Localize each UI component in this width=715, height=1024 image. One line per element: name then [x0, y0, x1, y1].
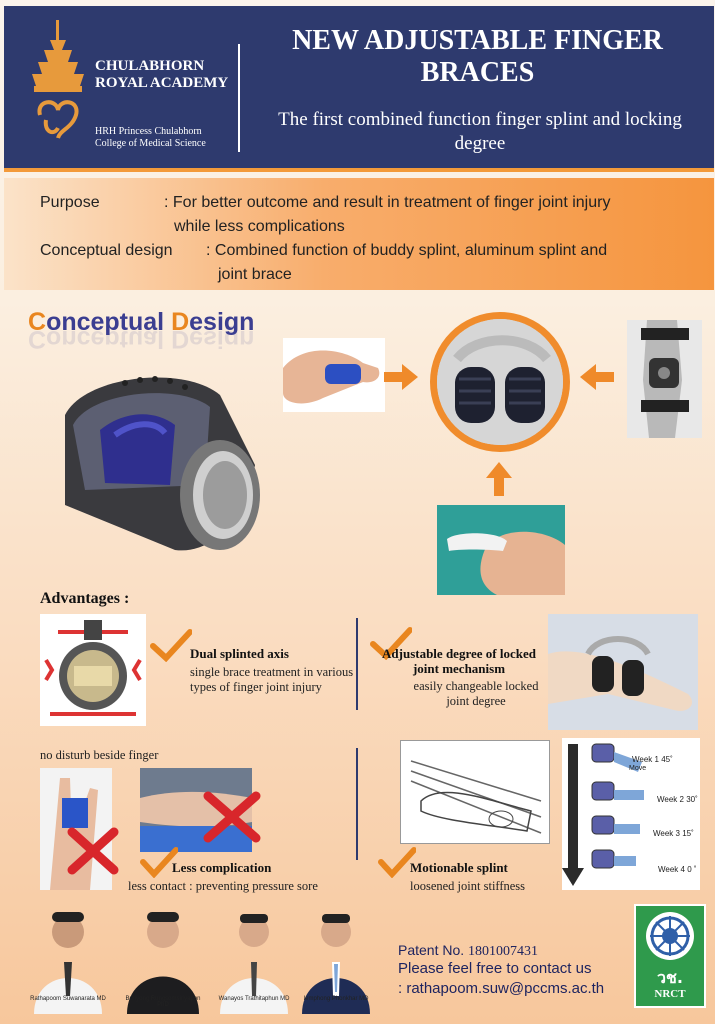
team-member-3-photo	[214, 906, 294, 1014]
nrct-emblem-icon	[646, 912, 694, 960]
cross-icon	[203, 791, 261, 843]
academy-name: CHULABHORN ROYAL ACADEMY	[95, 58, 229, 91]
left-arrow-icon	[580, 364, 614, 390]
less-complication-desc: less contact : preventing pressure sore	[128, 879, 318, 893]
motionable-title: Motionable splint	[410, 860, 508, 875]
brace-prototype-photo	[437, 319, 563, 445]
design-section-title: Conceptual Design	[28, 308, 255, 336]
right-arrow-icon	[384, 364, 418, 390]
header-accent-line	[4, 168, 714, 172]
check-icon	[150, 629, 192, 662]
knee-brace-photo	[627, 320, 702, 438]
header-divider	[238, 44, 240, 152]
less-complication-title: Less complication	[172, 860, 272, 875]
no-disturb-text: no disturb beside finger	[40, 748, 159, 762]
header-banner	[4, 6, 714, 170]
check-icon	[370, 627, 412, 660]
move-label: Move	[629, 765, 647, 772]
motionable-desc: loosened joint stiffness	[410, 879, 526, 893]
poster-subtitle: The first combined function finger splin…	[278, 109, 682, 154]
cross-icon	[67, 827, 119, 875]
week2-label: Week 2 30˚	[657, 795, 698, 804]
team-member-2-photo	[123, 906, 203, 1014]
team-member-4-name: Iemphong Phonkhar MD	[303, 996, 369, 1002]
contact-email[interactable]: : rathapoom.suw@pccms.ac.th	[398, 980, 605, 997]
brace-3d-render	[65, 376, 260, 551]
conceptual-label: Conceptual design	[40, 242, 173, 259]
patent-line: Patent No. 1801007431	[398, 942, 539, 959]
motion-diagram	[400, 740, 550, 844]
adjustable-desc: easily changeable locked joint degree	[413, 679, 539, 708]
advantage-divider-bottom	[356, 748, 358, 860]
buddy-splint-photo	[283, 338, 385, 412]
conceptual-line2: joint brace	[218, 266, 292, 283]
dual-axis-title: Dual splinted axis	[190, 646, 289, 661]
team-member-4-photo	[298, 906, 374, 1014]
poster-title: NEW ADJUSTABLE FINGER BRACES	[292, 25, 663, 88]
design-title-reflection: Conceptual Design	[28, 325, 255, 353]
college-name: HRH Princess Chulabhorn College of Medic…	[95, 126, 206, 149]
contact-line: Please feel free to contact us	[398, 960, 592, 977]
advantage-divider-top	[356, 618, 358, 710]
team-member-2-name: Buriyong Rungsomsiriyapon PhD	[125, 996, 201, 1008]
hand-brace-photo	[548, 614, 698, 730]
team-member-1-photo	[28, 906, 108, 1014]
nrct-logo: วช. NRCT	[634, 904, 706, 1008]
purpose-line1: : For better outcome and result in treat…	[164, 194, 611, 211]
nrct-thai-text: วช.	[657, 968, 683, 987]
weekly-angle-panel	[562, 738, 700, 890]
team-member-1-name: Rathapoom Suwanarata MD	[30, 996, 106, 1002]
conceptual-line1: : Combined function of buddy splint, alu…	[206, 242, 608, 259]
adjustable-title: Adjustable degree of locked joint mechan…	[382, 646, 536, 676]
week3-label: Week 3 15˚	[653, 829, 694, 838]
check-icon	[140, 847, 178, 878]
academy-logo-icon	[32, 20, 84, 139]
dual-axis-diagram	[40, 614, 146, 726]
dual-axis-desc: single brace treatment in various types …	[190, 665, 354, 694]
up-arrow-icon	[486, 462, 512, 496]
team-member-3-name: Wanayos Trathitaphun MD	[218, 996, 290, 1002]
nrct-text: NRCT	[654, 988, 686, 1000]
check-icon	[378, 847, 416, 878]
aluminum-splint-photo	[437, 505, 565, 595]
pressure-sore-photo	[140, 768, 252, 852]
purpose-line2: while less complications	[174, 218, 345, 235]
purpose-band	[4, 178, 714, 290]
week4-label: Week 4 0 ˚	[658, 865, 697, 874]
purpose-label: Purpose	[40, 194, 100, 211]
advantages-heading: Advantages :	[40, 590, 130, 607]
week1-label: Week 1 45˚	[632, 755, 673, 764]
